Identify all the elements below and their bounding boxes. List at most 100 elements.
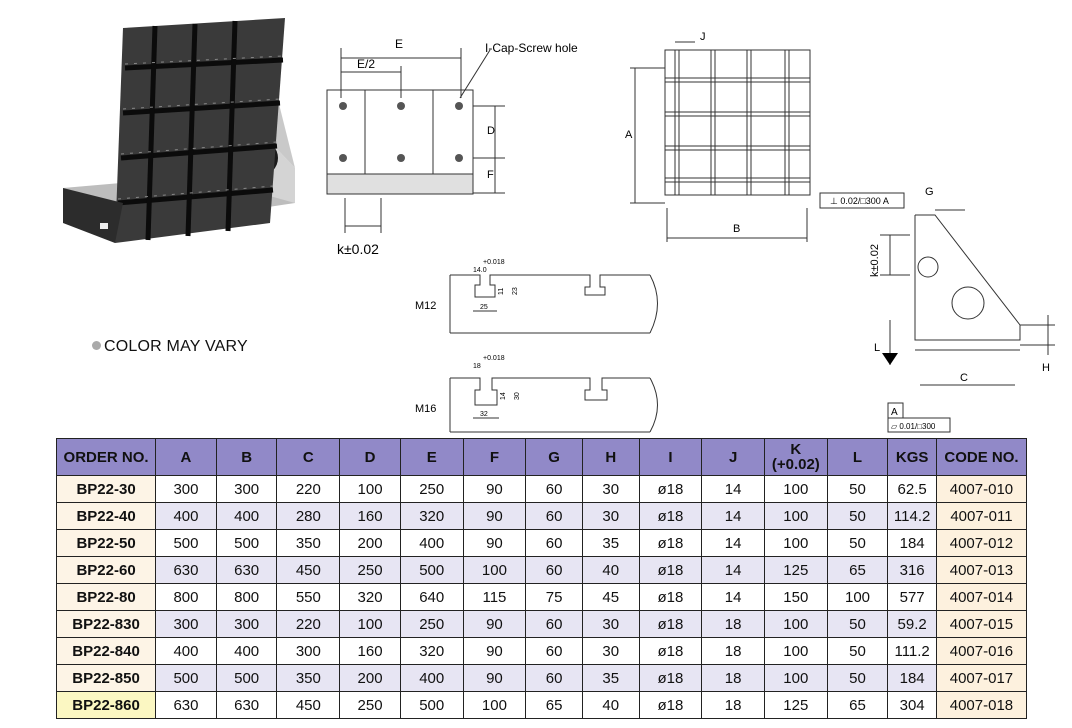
spec-cell: 450 <box>276 691 341 719</box>
spec-cell: 18 <box>701 664 765 692</box>
side-view-diagram: ⊥ 0.02/□300 A G k±0.02 L H C A ▱ 0.01/□3… <box>819 186 1055 433</box>
spec-cell: 50 <box>826 664 889 692</box>
spec-cell: 400 <box>155 637 217 665</box>
spec-cell: 90 <box>462 637 527 665</box>
spec-cell: 400 <box>399 529 464 557</box>
angle-plate-photo <box>63 18 295 243</box>
spec-cell: 300 <box>155 610 217 638</box>
spec-cell: 800 <box>215 583 278 611</box>
spec-cell: 14 <box>701 529 765 557</box>
spec-cell: 500 <box>215 529 278 557</box>
m12-base-width: 25 <box>480 304 488 311</box>
spec-cell: 65 <box>826 556 889 584</box>
spec-cell: 60 <box>525 610 583 638</box>
spec-cell: 50 <box>826 610 889 638</box>
spec-cell: 100 <box>339 610 401 638</box>
spec-cell: 125 <box>763 556 828 584</box>
header-a: A <box>155 438 217 476</box>
spec-cell: 160 <box>339 502 401 530</box>
header-b: B <box>215 438 278 476</box>
bullet-dot-icon <box>92 341 101 350</box>
spec-cell: 220 <box>276 475 341 503</box>
spec-cell: 14 <box>701 502 765 530</box>
spec-cell: 500 <box>399 691 464 719</box>
dim-a-label: A <box>625 129 633 141</box>
dim-j-label: J <box>700 31 706 43</box>
order-no-cell: BP22-80 <box>55 583 157 611</box>
spec-cell: 320 <box>399 637 464 665</box>
spec-cell: 14 <box>701 556 765 584</box>
spec-cell: 90 <box>462 610 527 638</box>
m12-slot-width: 14.0 <box>473 267 487 274</box>
spec-cell: 100 <box>763 475 828 503</box>
spec-cell: 14 <box>701 583 765 611</box>
code-no-cell: 4007-017 <box>935 664 1028 692</box>
spec-cell: ø18 <box>638 664 703 692</box>
spec-cell: 500 <box>399 556 464 584</box>
spec-cell: 111.2 <box>887 637 937 665</box>
spec-cell: 60 <box>525 664 583 692</box>
spec-cell: 280 <box>276 502 341 530</box>
spec-cell: 50 <box>826 475 889 503</box>
spec-cell: 150 <box>763 583 828 611</box>
spec-cell: 100 <box>339 475 401 503</box>
dim-h-label: H <box>1042 362 1050 374</box>
m16-slot-width: 18 <box>473 363 481 370</box>
order-no-cell: BP22-60 <box>55 556 157 584</box>
spec-cell: 200 <box>339 529 401 557</box>
spec-cell: 550 <box>276 583 341 611</box>
spec-cell: 400 <box>155 502 217 530</box>
spec-cell: 316 <box>887 556 937 584</box>
spec-cell: 35 <box>581 664 640 692</box>
perpendicularity-tolerance: ⊥ 0.02/□300 A <box>830 196 889 206</box>
header-order-no: ORDER NO. <box>55 438 157 476</box>
spec-cell: 250 <box>339 556 401 584</box>
spec-cell: 300 <box>276 637 341 665</box>
header-code-no: CODE NO. <box>935 438 1028 476</box>
spec-cell: 90 <box>462 475 527 503</box>
spec-cell: 65 <box>525 691 583 719</box>
spec-cell: ø18 <box>638 529 703 557</box>
spec-cell: 114.2 <box>887 502 937 530</box>
spec-cell: 60 <box>525 637 583 665</box>
m12-tolerance: +0.018 <box>483 259 505 266</box>
m12-label: M12 <box>415 300 436 312</box>
dim-g-label: G <box>925 186 934 198</box>
spec-cell: 100 <box>763 610 828 638</box>
spec-cell: 184 <box>887 529 937 557</box>
code-no-cell: 4007-010 <box>935 475 1028 503</box>
spec-cell: 40 <box>581 556 640 584</box>
spec-cell: 350 <box>276 664 341 692</box>
spec-cell: 100 <box>763 664 828 692</box>
code-no-cell: 4007-012 <box>935 529 1028 557</box>
spec-cell: ø18 <box>638 637 703 665</box>
spec-cell: 400 <box>215 637 278 665</box>
spec-cell: 50 <box>826 502 889 530</box>
spec-cell: 220 <box>276 610 341 638</box>
spec-cell: 40 <box>581 691 640 719</box>
code-no-cell: 4007-013 <box>935 556 1028 584</box>
dim-d-label: D <box>487 125 495 137</box>
spec-cell: 62.5 <box>887 475 937 503</box>
m16-label: M16 <box>415 403 436 415</box>
spec-cell: 14 <box>701 475 765 503</box>
spec-cell: 50 <box>826 637 889 665</box>
code-no-cell: 4007-014 <box>935 583 1028 611</box>
spec-cell: 320 <box>399 502 464 530</box>
spec-cell: 75 <box>525 583 583 611</box>
spec-cell: 100 <box>462 691 527 719</box>
code-no-cell: 4007-016 <box>935 637 1028 665</box>
spec-cell: 18 <box>701 610 765 638</box>
spec-cell: ø18 <box>638 691 703 719</box>
table-header-row: ORDER NO. A B C D E F G H I J K(+0.02) L… <box>55 438 1028 476</box>
order-no-cell: BP22-50 <box>55 529 157 557</box>
spec-cell: 30 <box>581 610 640 638</box>
spec-cell: 90 <box>462 664 527 692</box>
datum-a-label: A <box>891 407 898 418</box>
dim-e-label: E <box>395 37 403 51</box>
dim-f-label: F <box>487 169 494 181</box>
